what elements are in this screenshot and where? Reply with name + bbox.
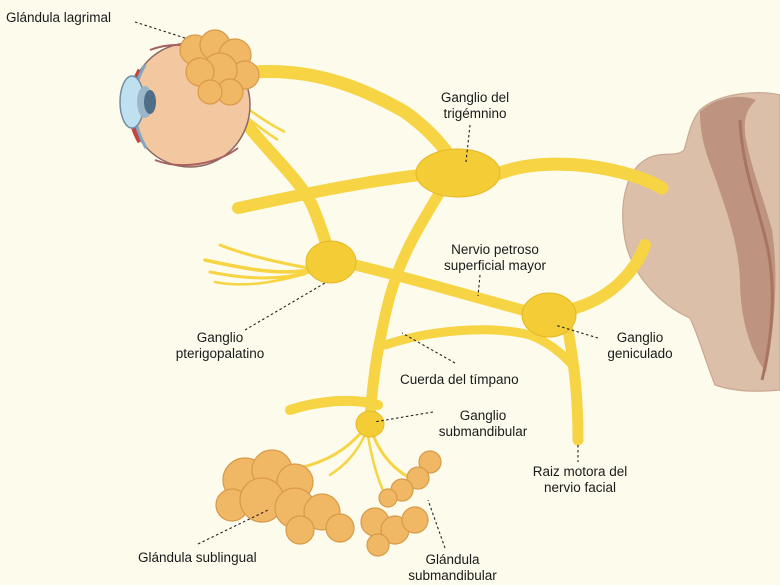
geniculate-ganglion xyxy=(522,293,576,337)
label-chorda-tympani: Cuerda del tímpano xyxy=(400,372,519,388)
label-geniculate-ganglion: Ganglio geniculado xyxy=(590,330,690,362)
trigeminal-ganglion xyxy=(416,149,500,197)
label-lacrimal-gland: Glándula lagrimal xyxy=(6,10,111,26)
label-line: Ganglio xyxy=(590,330,690,346)
label-submandibular-ganglion: Ganglio submandibular xyxy=(428,408,538,440)
label-line: nervio facial xyxy=(515,480,645,496)
label-sublingual-gland: Glándula sublingual xyxy=(138,550,257,566)
label-line: Raiz motora del xyxy=(515,464,645,480)
label-line: pterigopalatino xyxy=(160,346,280,362)
label-line: trigémnino xyxy=(420,106,530,122)
sublingual-gland xyxy=(216,450,354,544)
label-line: Glándula xyxy=(400,552,505,568)
label-line: Ganglio del xyxy=(420,90,530,106)
label-pterygopalatine-ganglion: Ganglio pterigopalatino xyxy=(160,330,280,362)
pterygopalatine-ganglion xyxy=(306,241,356,283)
label-line: Ganglio xyxy=(428,408,538,424)
label-submandibular-gland: Glándula submandibular xyxy=(400,552,505,584)
label-line: submandibular xyxy=(400,568,505,584)
label-line: submandibular xyxy=(428,424,538,440)
label-line: Nervio petroso xyxy=(420,242,570,258)
label-line: geniculado xyxy=(590,346,690,362)
submandibular-ganglion xyxy=(356,411,384,437)
label-line: Ganglio xyxy=(160,330,280,346)
label-greater-petrosal-nerve: Nervio petroso superficial mayor xyxy=(420,242,570,274)
label-facial-motor-root: Raiz motora del nervio facial xyxy=(515,464,645,496)
label-trigeminal-ganglion: Ganglio del trigémnino xyxy=(420,90,530,122)
label-line: superficial mayor xyxy=(420,258,570,274)
